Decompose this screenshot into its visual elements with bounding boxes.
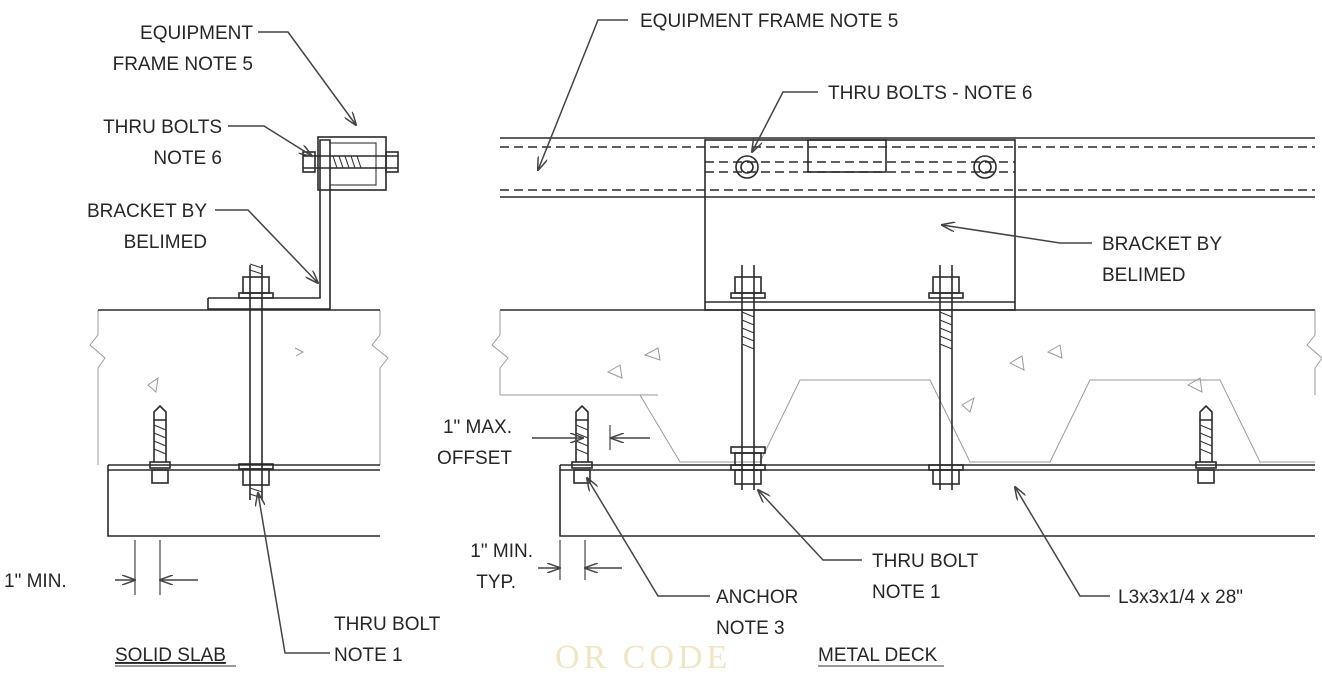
- label-max-offset-2: OFFSET: [437, 448, 512, 469]
- washer-top: [238, 292, 274, 299]
- label-thru-bolt-right-2: NOTE 1: [872, 582, 941, 603]
- leader-bracket-right: [942, 225, 1092, 244]
- bolt-thread: [332, 155, 362, 169]
- title-solid-slab: SOLID SLAB: [115, 645, 226, 666]
- angle-leg: [107, 465, 380, 537]
- label-one-min-left: 1" MIN.: [4, 571, 67, 592]
- label-thru-bolt-right-1: THRU BOLT: [872, 551, 979, 572]
- leader-thru-bolts-right: [752, 91, 818, 152]
- slab-break-right: [371, 310, 389, 465]
- label-max-offset-1: 1" MAX.: [443, 417, 512, 438]
- label-equipment-frame-left-1: EQUIPMENT: [140, 23, 253, 44]
- label-one-min-right-1: 1" MIN.: [470, 541, 533, 562]
- metal-deck-detail: [491, 137, 1322, 580]
- angle-leg-right: [559, 465, 1315, 537]
- label-equipment-frame-left-2: FRAME NOTE 5: [113, 54, 253, 75]
- thru-bolt-circle: [735, 155, 759, 179]
- bracket-left: [207, 139, 331, 310]
- bracket-right: [704, 139, 1016, 311]
- deck-profile: [500, 379, 1315, 463]
- label-thru-bolt-left-1: THRU BOLT: [334, 614, 441, 635]
- title-metal-deck: METAL DECK: [818, 645, 938, 666]
- solid-slab-detail: [89, 136, 399, 595]
- equipment-frame-inner: [329, 142, 377, 186]
- aggregate-mark: [294, 347, 305, 357]
- label-bracket-left-1: BRACKET BY: [87, 201, 207, 222]
- leader-angle: [1015, 487, 1110, 597]
- label-one-min-right-2: TYP.: [476, 572, 516, 593]
- leader-equipment-frame-left: [258, 31, 356, 125]
- leader-bracket-left: [215, 209, 318, 283]
- slab-break-left: [89, 310, 106, 465]
- leader-equipment-frame-right: [538, 19, 628, 170]
- label-thru-bolt-left-2: NOTE 1: [334, 645, 403, 666]
- nut-bottom: [242, 468, 270, 486]
- label-equipment-frame-right: EQUIPMENT FRAME NOTE 5: [640, 11, 898, 32]
- aggregate-mark: [147, 376, 159, 393]
- anchor-left: [153, 404, 167, 421]
- thru-bolt-circle: [973, 155, 997, 179]
- watermark: OR CODE: [555, 639, 731, 676]
- label-thru-bolts-left-1: THRU BOLTS: [103, 117, 222, 138]
- label-anchor-2: NOTE 3: [716, 618, 785, 639]
- label-thru-bolts-right: THRU BOLTS - NOTE 6: [828, 83, 1032, 104]
- label-bracket-right-2: BELIMED: [1102, 265, 1185, 286]
- leader-thru-bolts-left: [228, 125, 312, 156]
- label-bracket-right-1: BRACKET BY: [1102, 234, 1222, 255]
- nut-top: [242, 276, 270, 294]
- bracket-slot: [807, 139, 887, 173]
- leader-anchor: [587, 478, 710, 597]
- label-thru-bolts-left-2: NOTE 6: [153, 148, 222, 169]
- nut: [385, 151, 399, 173]
- anchor-right-b: [1199, 404, 1213, 421]
- label-angle-size: L3x3x1/4 x 28": [1118, 587, 1243, 608]
- anchor-right-a: [575, 404, 589, 421]
- label-anchor-1: ANCHOR: [716, 587, 798, 608]
- leader-thru-bolt-left: [258, 493, 330, 654]
- label-bracket-left-2: BELIMED: [124, 232, 207, 253]
- leader-thru-bolt-right: [758, 490, 862, 561]
